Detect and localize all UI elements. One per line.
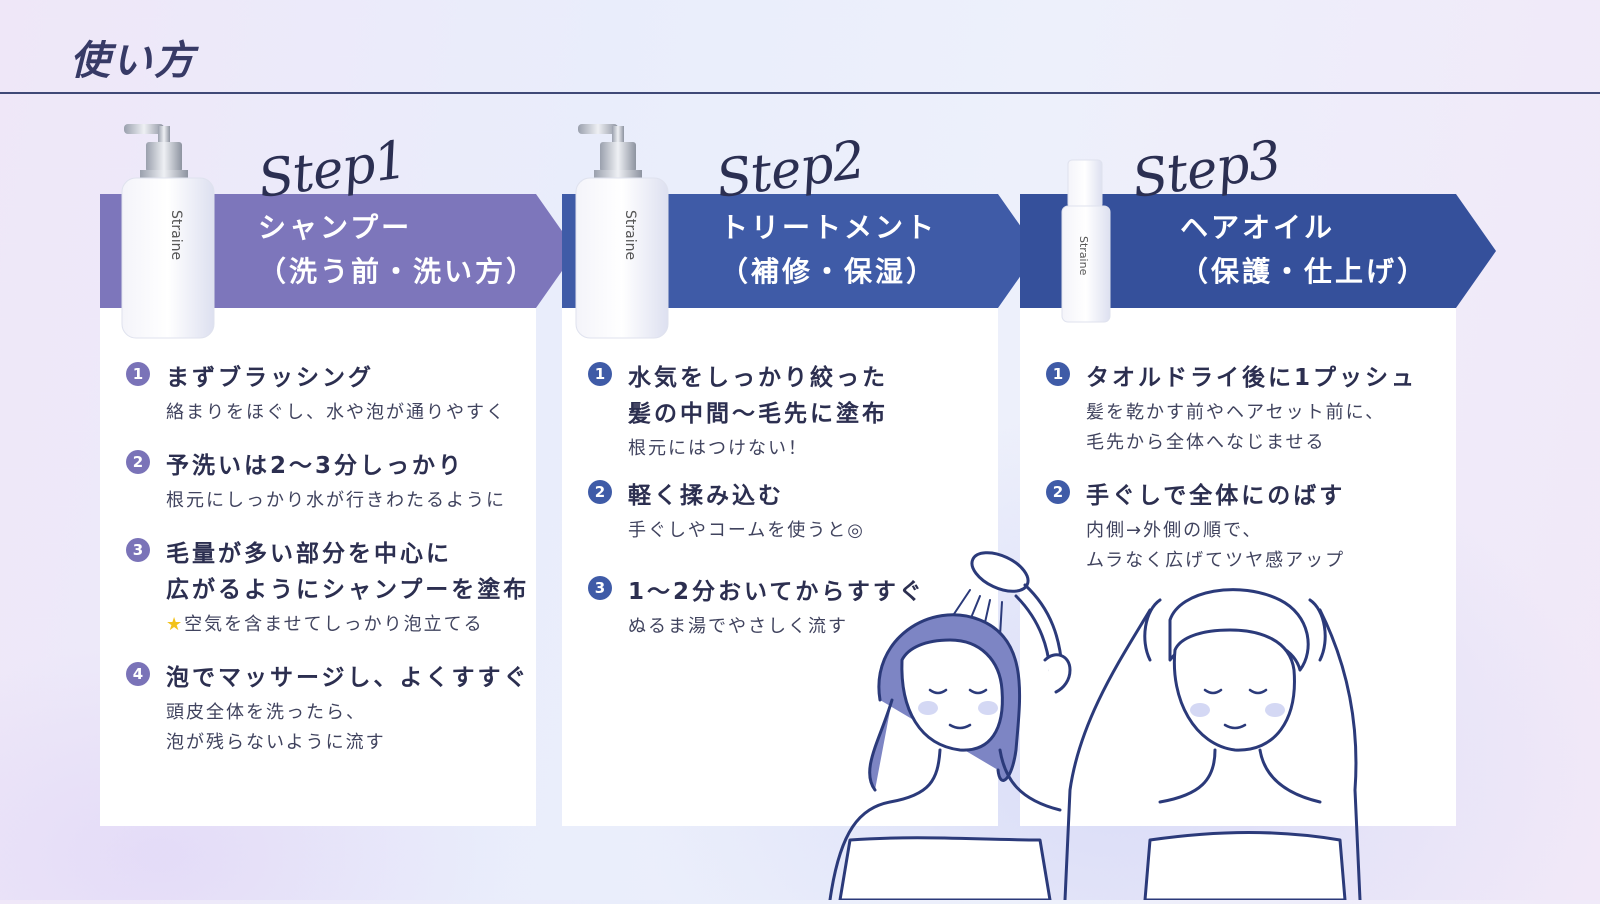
step-number-badge: 1 [588,362,612,386]
item-note: 絡まりをほぐし、水や泡が通りやすく [166,402,506,423]
page-title: 使い方 [70,38,196,84]
item-heading-line1: 水気をしっかり絞った [628,365,888,391]
item-heading: 予洗いは2〜3分しっかり [166,453,465,479]
step-number-badge: 2 [1046,480,1070,504]
step3-item-1: 1 タオルドライ後に1プッシュ 髪を乾かす前やヘアセット前に、 毛先から全体へな… [1046,360,1417,458]
item-heading: まずブラッシング [166,365,374,391]
item-note-text: 空気を含ませてしっかり泡立てる [184,614,484,635]
hair-washing-illustration [820,540,1380,904]
step-number-badge: 1 [126,362,150,386]
step2-title: トリートメント （補修・保湿） [720,206,937,294]
step-number-badge: 3 [126,538,150,562]
step2-banner [562,194,1038,308]
step-number-badge: 2 [588,480,612,504]
item-note-line1: 頭皮全体を洗ったら、 [166,702,366,723]
item-note: 手ぐしやコームを使うと◎ [628,520,865,541]
item-heading: 手ぐしで全体にのばす [1086,483,1346,509]
treatment-bottle-brand: Straine [622,210,638,260]
step2-item-1: 1 水気をしっかり絞った 髪の中間〜毛先に塗布 根元にはつけない！ [588,360,888,464]
item-note: 根元にはつけない！ [628,438,808,459]
item-heading: タオルドライ後に1プッシュ [1086,365,1418,391]
hair-oil-bottle-brand: Straine [1077,236,1090,276]
step-number-badge: 2 [126,450,150,474]
item-heading-line2: 髪の中間〜毛先に塗布 [628,401,888,427]
step3-title: ヘアオイル （保護・仕上げ） [1180,206,1428,294]
step2-title-line2: （補修・保湿） [720,255,938,288]
step1-item-4: 4 泡でマッサージし、よくすすぐ 頭皮全体を洗ったら、 泡が残らないように流す [126,660,530,758]
step1-banner [100,194,576,308]
star-icon: ★ [166,614,185,635]
woman-right-figure [1063,588,1362,902]
step-number-badge: 1 [1046,362,1070,386]
step1-item-2: 2 予洗いは2〜3分しっかり 根元にしっかり水が行きわたるように [126,448,506,516]
item-heading-line1: 毛量が多い部分を中心に [166,541,452,567]
step3-item-2: 2 手ぐしで全体にのばす 内側→外側の順で、 ムラなく広げてツヤ感アップ [1046,478,1345,576]
item-note: ぬるま湯でやさしく流す [628,616,848,637]
item-note: 根元にしっかり水が行きわたるように [166,490,506,511]
item-note: ★空気を含ませてしっかり泡立てる [166,610,529,640]
step3-banner [1020,194,1496,308]
item-note-line2: 毛先から全体へなじませる [1086,432,1326,453]
item-heading: 泡でマッサージし、よくすすぐ [166,665,530,691]
item-heading-line2: 広がるようにシャンプーを塗布 [166,577,530,603]
item-note-line1: 内側→外側の順で、 [1086,520,1263,541]
step1-title: シャンプー （洗う前・洗い方） [258,206,537,294]
step1-item-3: 3 毛量が多い部分を中心に 広がるようにシャンプーを塗布 ★空気を含ませてしっか… [126,536,529,640]
title-divider [0,92,1600,94]
step1-title-line1: シャンプー [258,211,413,244]
step2-title-line1: トリートメント [720,211,938,244]
shampoo-bottle-image: Straine [118,122,222,346]
step2-item-2: 2 軽く揉み込む 手ぐしやコームを使うと◎ [588,478,865,546]
step1-title-line2: （洗う前・洗い方） [258,255,538,288]
item-heading: 1〜2分おいてからすすぐ [628,579,925,605]
item-note-line2: 泡が残らないように流す [166,732,386,753]
treatment-bottle-image: Straine [572,122,676,346]
step3-title-line2: （保護・仕上げ） [1180,255,1429,288]
step1-item-1: 1 まずブラッシング 絡まりをほぐし、水や泡が通りやすく [126,360,506,428]
item-note-line1: 髪を乾かす前やヘアセット前に、 [1086,402,1386,423]
item-heading: 軽く揉み込む [628,483,784,509]
step-number-badge: 3 [588,576,612,600]
step2-card [562,300,998,826]
step3-title-line1: ヘアオイル [1180,211,1336,244]
step-number-badge: 4 [126,662,150,686]
step1-card [100,300,536,826]
shampoo-bottle-brand: Straine [168,210,184,260]
step2-item-3: 3 1〜2分おいてからすすぐ ぬるま湯でやさしく流す [588,574,925,642]
hair-oil-bottle-image: Straine [1058,158,1118,332]
woman-left-figure [828,613,1072,902]
item-note-line2: ムラなく広げてツヤ感アップ [1086,550,1346,571]
